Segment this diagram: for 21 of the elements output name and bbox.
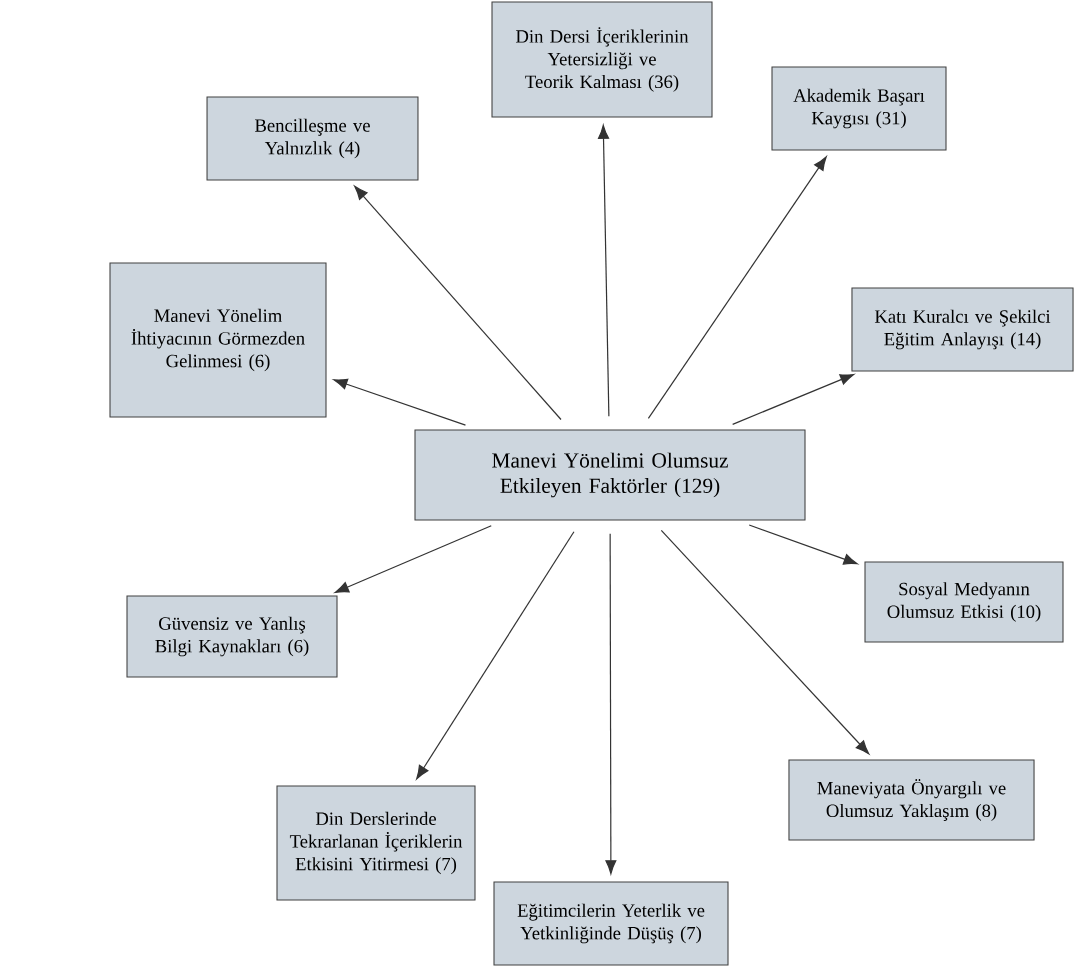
arrow (333, 378, 467, 426)
factor-box: Din Derslerinde Tekrarlanan İçeriklerin Etkisini Yitirmesi (7) (276, 785, 476, 901)
central-box: Manevi Yönelimi Olumsuz Etkileyen Faktörler (129) (414, 429, 806, 521)
factor-box: Din Dersi İçeriklerinin Yetersizliği ve Teorik Kalması (36) (491, 1, 713, 118)
arrow (605, 533, 617, 875)
arrow (416, 531, 575, 780)
factor-box: Manevi Yönelim İhtiyacının Görmezden Gelinmesi (6) (109, 262, 327, 418)
arrow (732, 373, 855, 425)
arrow (334, 525, 492, 593)
factor-box: Güvensiz ve Yanlış Bilgi Kaynakları (6) (126, 595, 338, 678)
factor-box: Sosyal Medyanın Olumsuz Etkisi (10) (864, 561, 1064, 643)
factor-box: Eğitimcilerin Yeterlik ve Yetkinliğinde Düşüş (7) (493, 881, 729, 966)
arrow (597, 124, 610, 417)
arrow (647, 156, 827, 420)
factor-box: Katı Kuralcı ve Şekilci Eğitim Anlayışı (14) (851, 287, 1074, 372)
arrow (748, 524, 858, 565)
arrow (354, 185, 562, 421)
factor-box: Bencilleşme ve Yalnızlık (4) (206, 96, 419, 181)
factor-box: Akademik Başarı Kaygısı (31) (771, 66, 947, 151)
factor-box: Maneviyata Önyargılı ve Olumsuz Yaklaşım (8) (788, 759, 1035, 841)
arrow (660, 529, 870, 755)
